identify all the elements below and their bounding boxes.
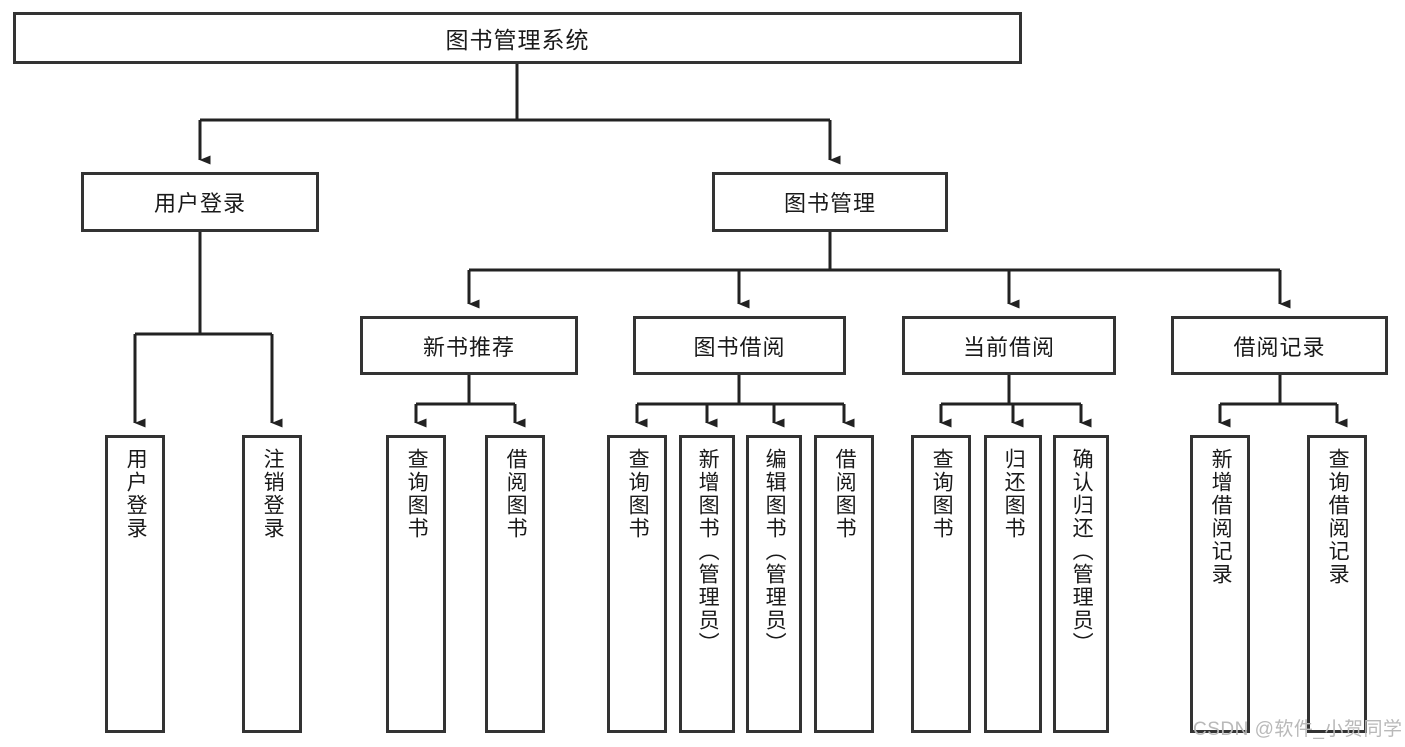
- node-current-borrow-label: 当前借阅: [962, 334, 1055, 360]
- node-user-login[interactable]: 用户登录: [81, 172, 319, 232]
- node-leaf-edit-book-label: 编辑图书（管理员）: [763, 448, 787, 655]
- node-borrow-record[interactable]: 借阅记录: [1171, 316, 1388, 375]
- node-leaf-query-book-cur[interactable]: 查询图书: [911, 435, 971, 733]
- node-leaf-edit-book[interactable]: 编辑图书（管理员）: [746, 435, 802, 733]
- node-leaf-user-logout-label: 注销登录: [261, 448, 285, 540]
- node-leaf-borrow-book-rec[interactable]: 借阅图书: [485, 435, 545, 733]
- node-borrow-record-label: 借阅记录: [1233, 334, 1326, 360]
- node-leaf-query-book-borrow-label: 查询图书: [626, 448, 650, 540]
- node-root-system[interactable]: 图书管理系统: [13, 12, 1022, 64]
- node-leaf-return-book[interactable]: 归还图书: [984, 435, 1042, 733]
- node-book-borrow[interactable]: 图书借阅: [633, 316, 846, 375]
- node-book-borrow-label: 图书借阅: [693, 334, 786, 360]
- node-leaf-user-logout[interactable]: 注销登录: [242, 435, 302, 733]
- node-book-manage-label: 图书管理: [783, 191, 876, 216]
- node-current-borrow[interactable]: 当前借阅: [902, 316, 1116, 375]
- node-leaf-return-book-label: 归还图书: [1002, 448, 1026, 540]
- node-leaf-borrow-book-rec-label: 借阅图书: [504, 448, 528, 540]
- node-leaf-add-record-label: 新增借阅记录: [1209, 448, 1233, 586]
- node-leaf-user-login-label: 用户登录: [124, 448, 148, 540]
- node-leaf-query-book-borrow[interactable]: 查询图书: [607, 435, 667, 733]
- node-leaf-query-book-rec-label: 查询图书: [405, 448, 429, 540]
- csdn-watermark: CSDN @软件_小贺同学: [1193, 719, 1403, 740]
- node-leaf-query-record[interactable]: 查询借阅记录: [1307, 435, 1367, 733]
- node-leaf-query-book-rec[interactable]: 查询图书: [386, 435, 446, 733]
- node-book-manage[interactable]: 图书管理: [712, 172, 948, 232]
- edge-user-login-to-leaves: [133, 232, 283, 428]
- node-leaf-borrow-book[interactable]: 借阅图书: [814, 435, 874, 733]
- edge-current-borrow-to-leaves: [939, 375, 1092, 428]
- edge-borrow-record-to-leaves: [1218, 375, 1348, 428]
- node-leaf-query-book-cur-label: 查询图书: [930, 448, 954, 540]
- edge-book-manage-to-branches: [467, 232, 1291, 309]
- node-root-label: 图书管理系统: [445, 27, 590, 53]
- node-leaf-borrow-book-label: 借阅图书: [833, 448, 857, 540]
- node-leaf-query-record-label: 查询借阅记录: [1326, 448, 1350, 586]
- edge-new-book-recommend-to-leaves: [414, 375, 526, 428]
- node-leaf-add-book[interactable]: 新增图书（管理员）: [679, 435, 735, 733]
- edge-root-to-level1: [198, 64, 841, 165]
- node-user-login-label: 用户登录: [153, 191, 246, 216]
- node-leaf-confirm-return-label: 确认归还（管理员）: [1070, 448, 1094, 655]
- node-new-book-recommend-label: 新书推荐: [422, 334, 515, 360]
- node-leaf-confirm-return[interactable]: 确认归还（管理员）: [1053, 435, 1109, 733]
- node-leaf-add-book-label: 新增图书（管理员）: [696, 448, 720, 655]
- edge-book-borrow-to-leaves: [635, 375, 855, 428]
- node-leaf-add-record[interactable]: 新增借阅记录: [1190, 435, 1250, 733]
- node-leaf-user-login[interactable]: 用户登录: [105, 435, 165, 733]
- node-new-book-recommend[interactable]: 新书推荐: [360, 316, 578, 375]
